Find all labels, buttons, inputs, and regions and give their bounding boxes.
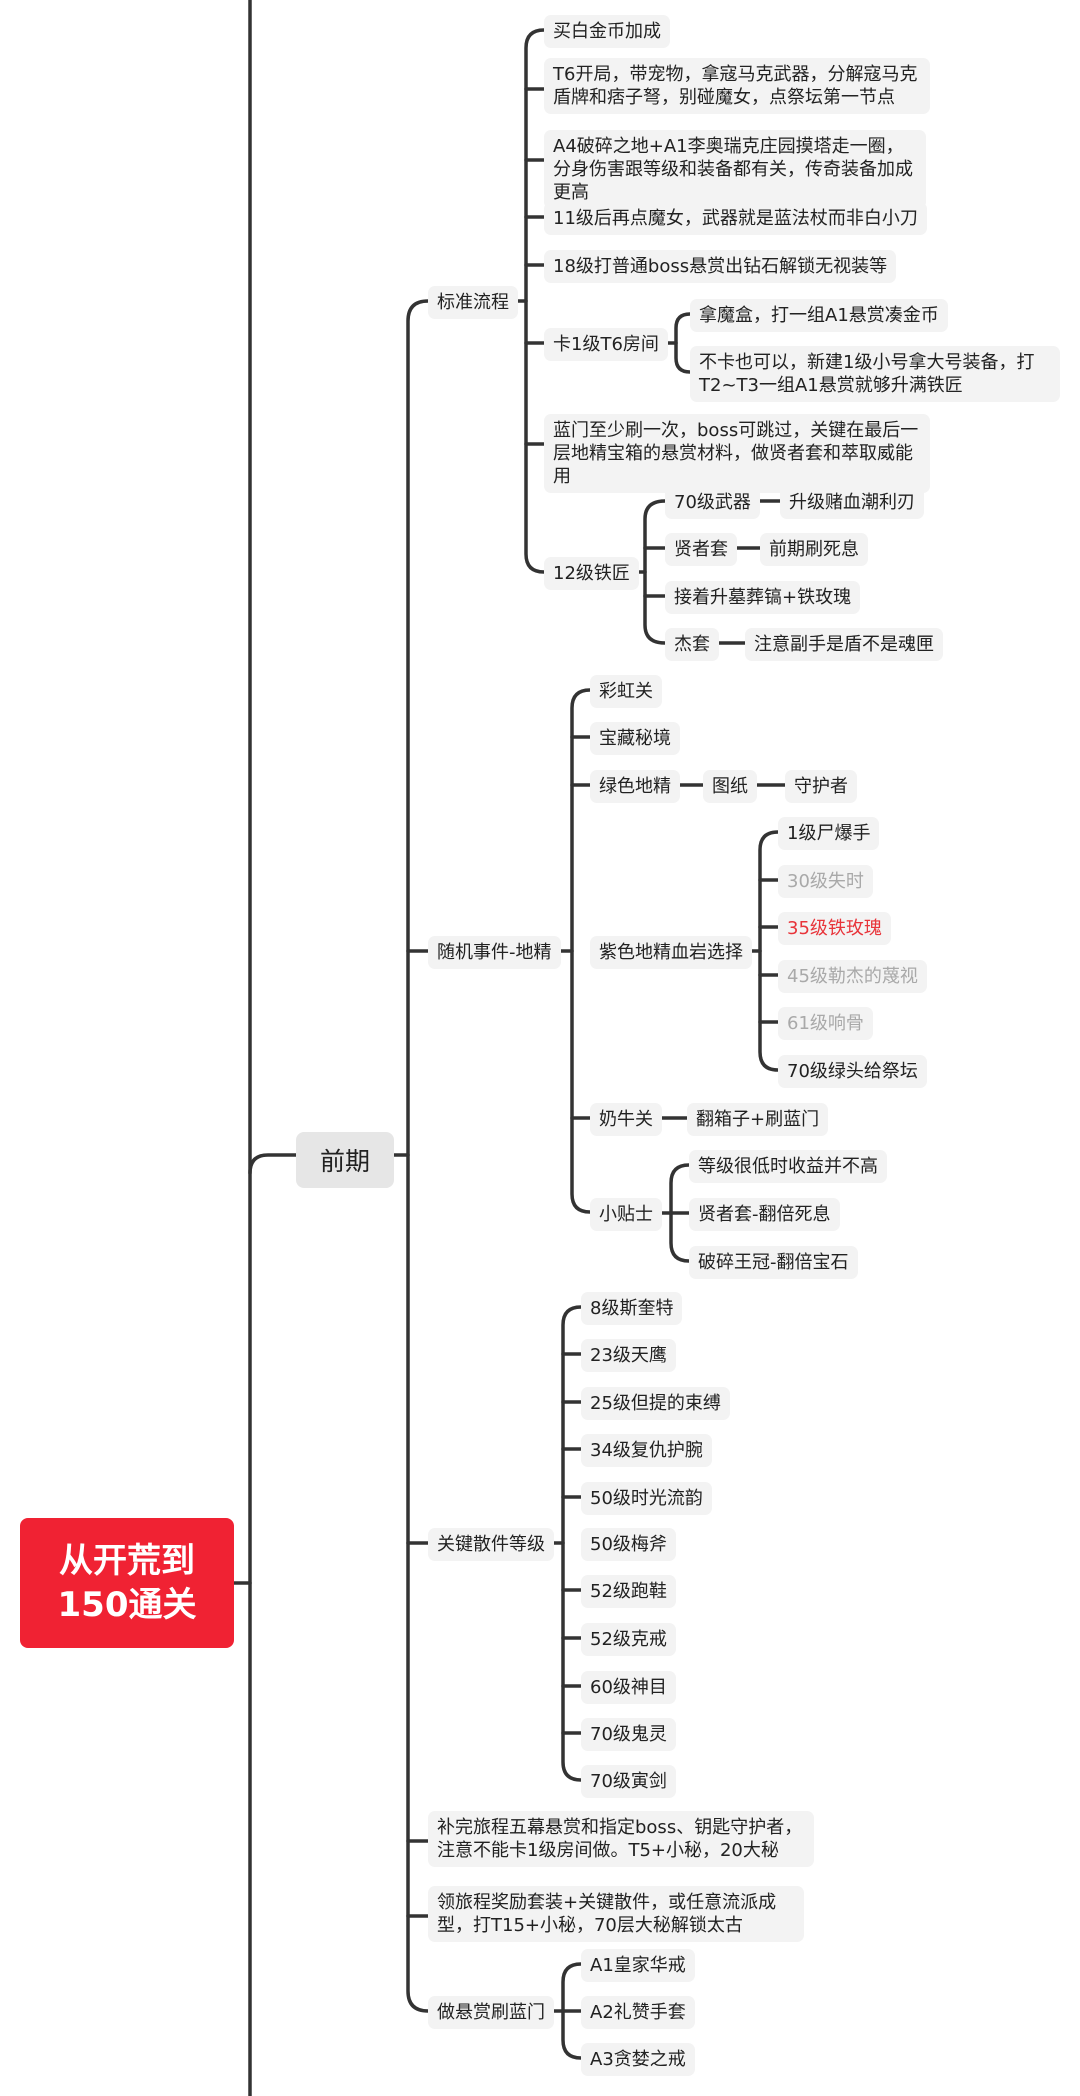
node-key-item[interactable]: 8级斯奎特 xyxy=(581,1292,683,1325)
node-bounty-item[interactable]: A3贪婪之戒 xyxy=(581,2043,695,2076)
node-tip-item[interactable]: 贤者套-翻倍死息 xyxy=(689,1198,840,1231)
node-std-item[interactable]: 买白金币加成 xyxy=(544,15,670,48)
node-purple-item[interactable]: 45级勒杰的蔑视 xyxy=(778,960,927,993)
node-std-item[interactable]: 18级打普通boss悬赏出钻石解锁无视装等 xyxy=(544,250,897,283)
node-key-item[interactable]: 34级复仇护腕 xyxy=(581,1434,712,1467)
node-purple-item[interactable]: 30级失时 xyxy=(778,865,873,898)
node-smith-item[interactable]: 70级武器 xyxy=(665,486,760,519)
node-key-item[interactable]: 25级但提的束缚 xyxy=(581,1387,730,1420)
node-smith-child[interactable]: 注意副手是盾不是魂匣 xyxy=(745,628,943,661)
node-blue-door[interactable]: 蓝门至少刷一次，boss可跳过，关键在最后一层地精宝箱的悬赏材料，做贤者套和萃取… xyxy=(544,414,930,493)
node-key-items[interactable]: 关键散件等级 xyxy=(428,1528,554,1561)
node-rainbow[interactable]: 彩虹关 xyxy=(590,675,662,708)
node-cow-level[interactable]: 奶牛关 xyxy=(590,1103,662,1136)
node-smith-item[interactable]: 杰套 xyxy=(665,628,719,661)
stage-node[interactable]: 前期 xyxy=(296,1132,394,1188)
node-tips[interactable]: 小贴士 xyxy=(590,1198,662,1231)
node-smith-item[interactable]: 接着升墓葬镐+铁玫瑰 xyxy=(665,581,861,614)
node-tip-item[interactable]: 破碎王冠-翻倍宝石 xyxy=(689,1246,858,1279)
node-green-goblin[interactable]: 绿色地精 xyxy=(590,770,680,803)
root-node[interactable]: 从开荒到 150通关 xyxy=(20,1518,234,1648)
node-smith-item[interactable]: 贤者套 xyxy=(665,533,737,566)
node-purple-item[interactable]: 70级绿头给祭坛 xyxy=(778,1055,927,1088)
node-key-item[interactable]: 50级时光流韵 xyxy=(581,1482,712,1515)
node-tip-item[interactable]: 等级很低时收益并不高 xyxy=(689,1150,887,1183)
node-key-item[interactable]: 52级克戒 xyxy=(581,1623,676,1656)
node-key-item[interactable]: 23级天鹰 xyxy=(581,1339,676,1372)
node-smith-child[interactable]: 升级赌血潮利刃 xyxy=(780,486,924,519)
node-guardian[interactable]: 守护者 xyxy=(785,770,857,803)
node-key-item[interactable]: 70级寅剑 xyxy=(581,1765,676,1798)
node-std-item[interactable]: A4破碎之地+A1李奥瑞克庄园摸塔走一圈，分身伤害跟等级和装备都有关，传奇装备加… xyxy=(544,130,926,209)
node-smith-child[interactable]: 前期刷死息 xyxy=(760,533,868,566)
node-t6-item[interactable]: 不卡也可以，新建1级小号拿大号装备，打T2~T3一组A1悬赏就够升满铁匠 xyxy=(690,346,1060,402)
node-bounty-item[interactable]: A2礼赞手套 xyxy=(581,1996,695,2029)
node-purple-goblin[interactable]: 紫色地精血岩选择 xyxy=(590,936,752,969)
node-goblin-events[interactable]: 随机事件-地精 xyxy=(428,936,561,969)
node-t6-room[interactable]: 卡1级T6房间 xyxy=(544,328,668,361)
stage-label: 前期 xyxy=(319,1147,370,1176)
node-std-item[interactable]: 11级后再点魔女，武器就是蓝法杖而非白小刀 xyxy=(544,202,927,235)
node-treasure[interactable]: 宝藏秘境 xyxy=(590,722,680,755)
node-standard-flow[interactable]: 标准流程 xyxy=(428,286,518,319)
node-key-item[interactable]: 52级跑鞋 xyxy=(581,1575,676,1608)
node-journey[interactable]: 领旅程奖励套装+关键散件，或任意流派成型，打T15+小秘，70层大秘解锁太古 xyxy=(428,1886,804,1942)
node-t6-item[interactable]: 拿魔盒，打一组A1悬赏凑金币 xyxy=(690,299,948,332)
root-label: 从开荒到 150通关 xyxy=(57,1541,197,1625)
node-act5[interactable]: 补完旅程五幕悬赏和指定boss、钥匙守护者，注意不能卡1级房间做。T5+小秘，2… xyxy=(428,1811,814,1867)
node-purple-item[interactable]: 35级铁玫瑰 xyxy=(778,912,891,945)
node-key-item[interactable]: 70级鬼灵 xyxy=(581,1718,676,1751)
node-bounty[interactable]: 做悬赏刷蓝门 xyxy=(428,1996,554,2029)
node-bounty-item[interactable]: A1皇家华戒 xyxy=(581,1949,695,1982)
node-blueprint[interactable]: 图纸 xyxy=(703,770,757,803)
node-std-item[interactable]: T6开局，带宠物，拿寇马克武器，分解寇马克盾牌和痞子弩，别碰魔女，点祭坛第一节点 xyxy=(544,58,930,114)
node-purple-item[interactable]: 61级响骨 xyxy=(778,1007,873,1040)
node-purple-item[interactable]: 1级尸爆手 xyxy=(778,817,880,850)
node-key-item[interactable]: 60级神目 xyxy=(581,1671,676,1704)
node-cow-child[interactable]: 翻箱子+刷蓝门 xyxy=(687,1103,829,1136)
node-blacksmith[interactable]: 12级铁匠 xyxy=(544,557,639,590)
node-key-item[interactable]: 50级梅斧 xyxy=(581,1528,676,1561)
